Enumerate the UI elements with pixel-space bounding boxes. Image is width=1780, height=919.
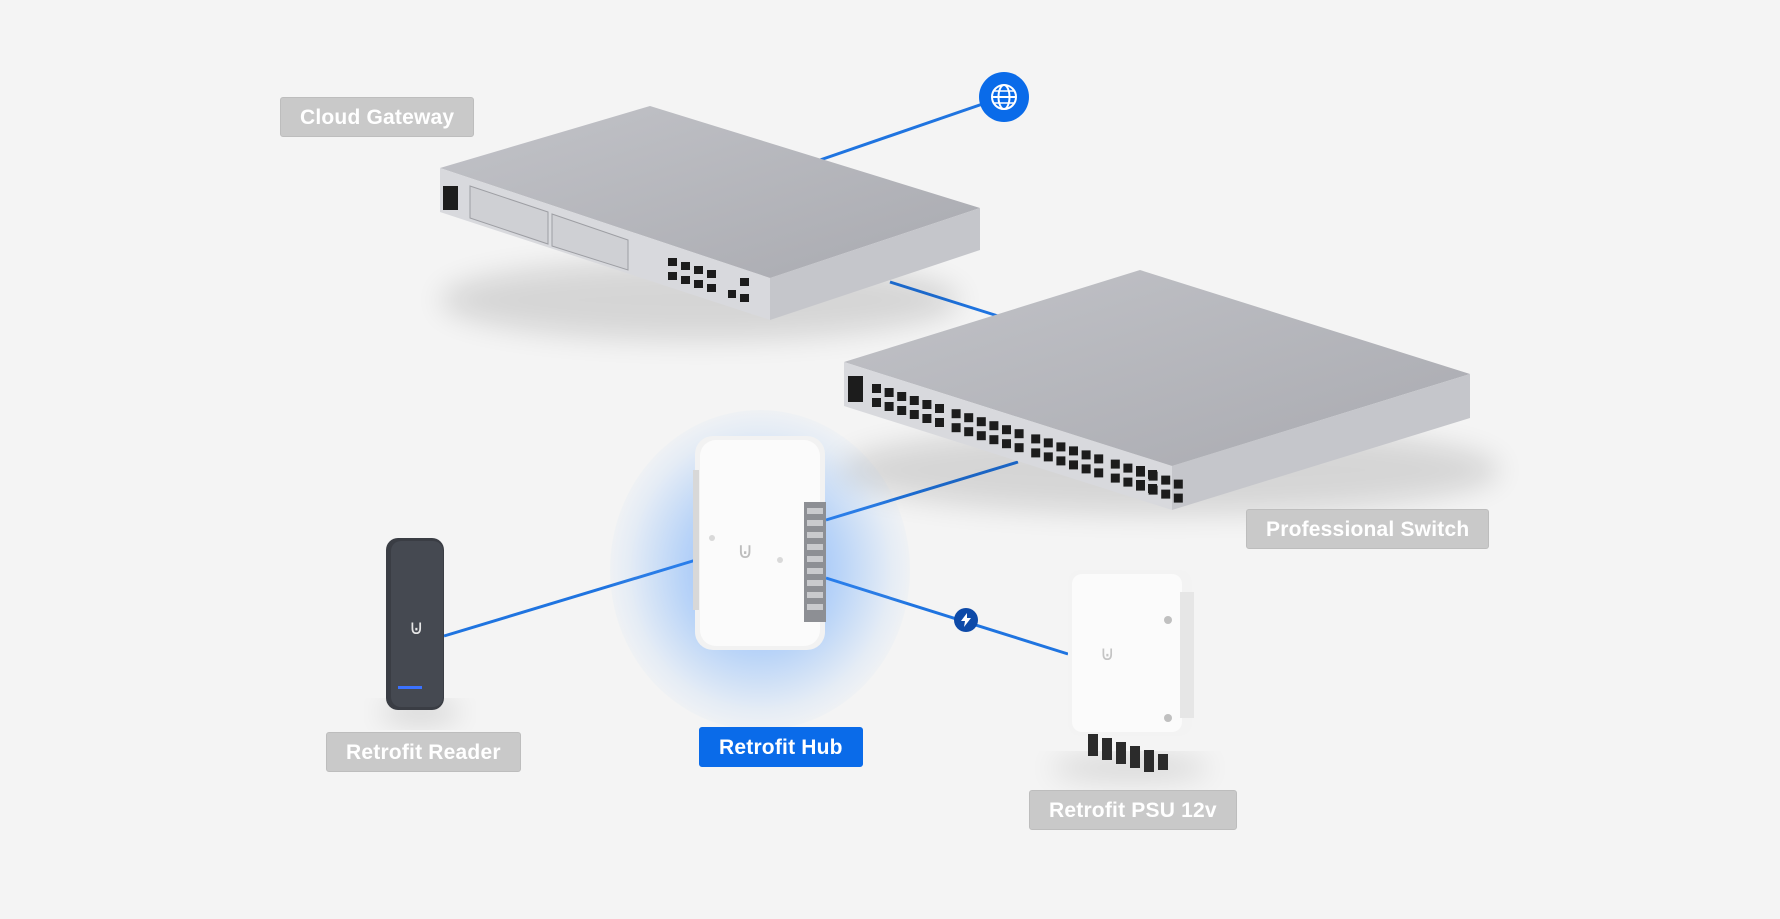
label-retrofit-psu[interactable]: Retrofit PSU 12v [1029,790,1237,830]
reader-status-led [398,686,422,689]
label-retrofit-reader[interactable]: Retrofit Reader [326,732,521,772]
svg-text:⊍: ⊍ [1100,641,1115,665]
power-badge[interactable] [954,608,978,632]
internet-badge[interactable] [979,72,1029,122]
gateway-power-button[interactable] [443,186,458,210]
svg-text:⊍: ⊍ [409,615,424,639]
lightning-icon [961,613,971,627]
label-professional-switch[interactable]: Professional Switch [1246,509,1490,549]
psu-terminals [1088,734,1168,772]
switch-ports [872,384,1183,503]
switch-power-button[interactable] [848,376,863,402]
svg-text:⊍: ⊍ [737,539,753,564]
globe-icon [991,84,1017,110]
label-retrofit-hub[interactable]: Retrofit Hub [699,727,863,767]
label-cloud-gateway[interactable]: Cloud Gateway [280,97,475,137]
link-gateway-internet [819,96,1001,162]
gateway-ports [668,258,749,302]
